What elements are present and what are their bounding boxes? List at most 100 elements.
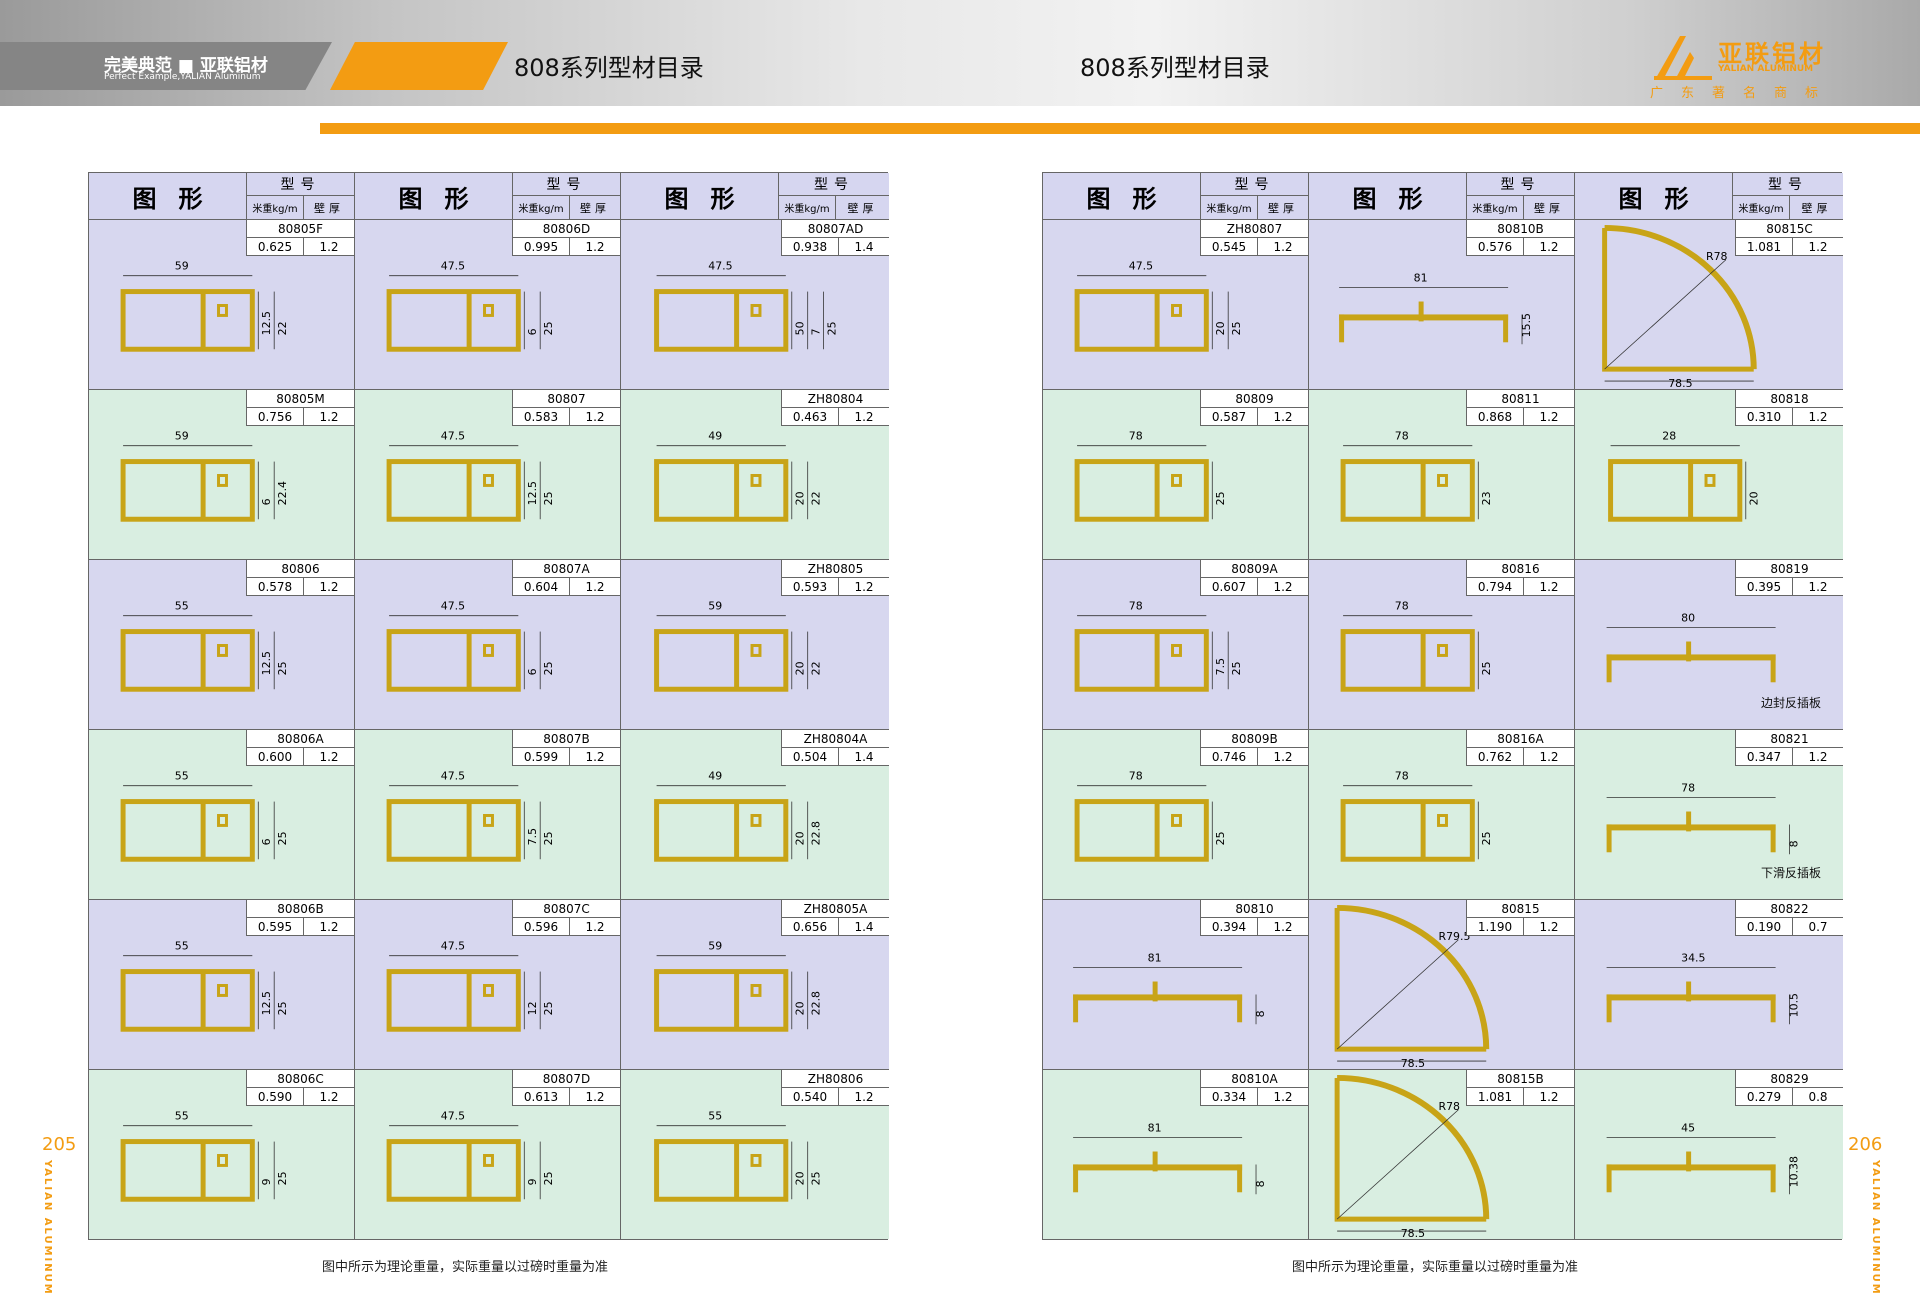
dim-label: R78 (1706, 250, 1728, 263)
wall-value: 1.4 (854, 920, 874, 934)
wall-value: 1.2 (854, 580, 874, 594)
model-code: 80809 (1201, 390, 1308, 408)
dim-label: 25 (542, 1171, 555, 1185)
dim-label: 47.5 (441, 770, 465, 783)
dim-label: 22 (276, 321, 289, 335)
weight-value: 0.868 (1467, 408, 1524, 426)
dim-label: 78 (1681, 782, 1695, 795)
dim-label: 20 (794, 491, 807, 505)
dim-label: 15.5 (1520, 313, 1533, 337)
dim-label: 34.5 (1681, 952, 1705, 965)
profile-drawing: R79.578.5 (1334, 904, 1490, 1069)
profile-drawing: 818 (1073, 1122, 1267, 1195)
brand-banner (0, 42, 332, 90)
model-code: 80816A (1467, 730, 1574, 748)
side-brand-right: YALIAN ALUMINUM (1870, 1160, 1881, 1296)
dim-label: 50 (794, 321, 807, 335)
dim-label: 23 (1480, 491, 1493, 505)
dim-label: 59 (708, 940, 722, 953)
wall-value: 1.2 (1273, 750, 1293, 764)
dim-label: 12.5 (260, 311, 273, 335)
dim-label: 25 (276, 1001, 289, 1015)
header-weight: 米重kg/m (513, 196, 570, 219)
dim-label: 20 (794, 1001, 807, 1015)
wall-value: 1.2 (1273, 410, 1293, 424)
model-code: 80805M (247, 390, 354, 408)
model-code: 80809A (1201, 560, 1308, 578)
weight-value: 0.604 (513, 578, 570, 596)
weight-value: 0.794 (1467, 578, 1524, 596)
footnote-right: 图中所示为理论重量，实际重量以过磅时重量为准 (1292, 1260, 1579, 1275)
wall-value: 1.2 (319, 240, 339, 254)
logo-name: 亚联铝材 (1718, 40, 1826, 68)
dim-label: 12.5 (260, 991, 273, 1015)
dim-label: 59 (175, 430, 189, 443)
dim-label: 55 (175, 600, 189, 613)
model-code: 80807AD (782, 220, 889, 238)
weight-value: 0.587 (1201, 408, 1258, 426)
dim-label: 25 (276, 831, 289, 845)
dim-label: 80 (1681, 612, 1695, 625)
dim-label: 22 (810, 491, 823, 505)
wall-value: 1.2 (319, 750, 339, 764)
wall-value: 1.2 (854, 1090, 874, 1104)
model-code: 80806B (247, 900, 354, 918)
weight-value: 0.395 (1736, 578, 1793, 596)
weight-value: 0.607 (1201, 578, 1258, 596)
header-model: 型号 (1201, 173, 1308, 196)
model-code: 80819 (1736, 560, 1843, 578)
dim-label: 22.8 (810, 991, 823, 1015)
dim-label: 25 (1480, 661, 1493, 675)
yalian-logo-icon (1654, 36, 1712, 80)
profile-drawing: 80 (1606, 612, 1776, 683)
model-code: 80810 (1201, 900, 1308, 918)
wall-value: 1.4 (854, 750, 874, 764)
header-wall: 壁厚 (847, 201, 878, 215)
dim-label: 12.5 (260, 651, 273, 675)
model-code: 80810A (1201, 1070, 1308, 1088)
